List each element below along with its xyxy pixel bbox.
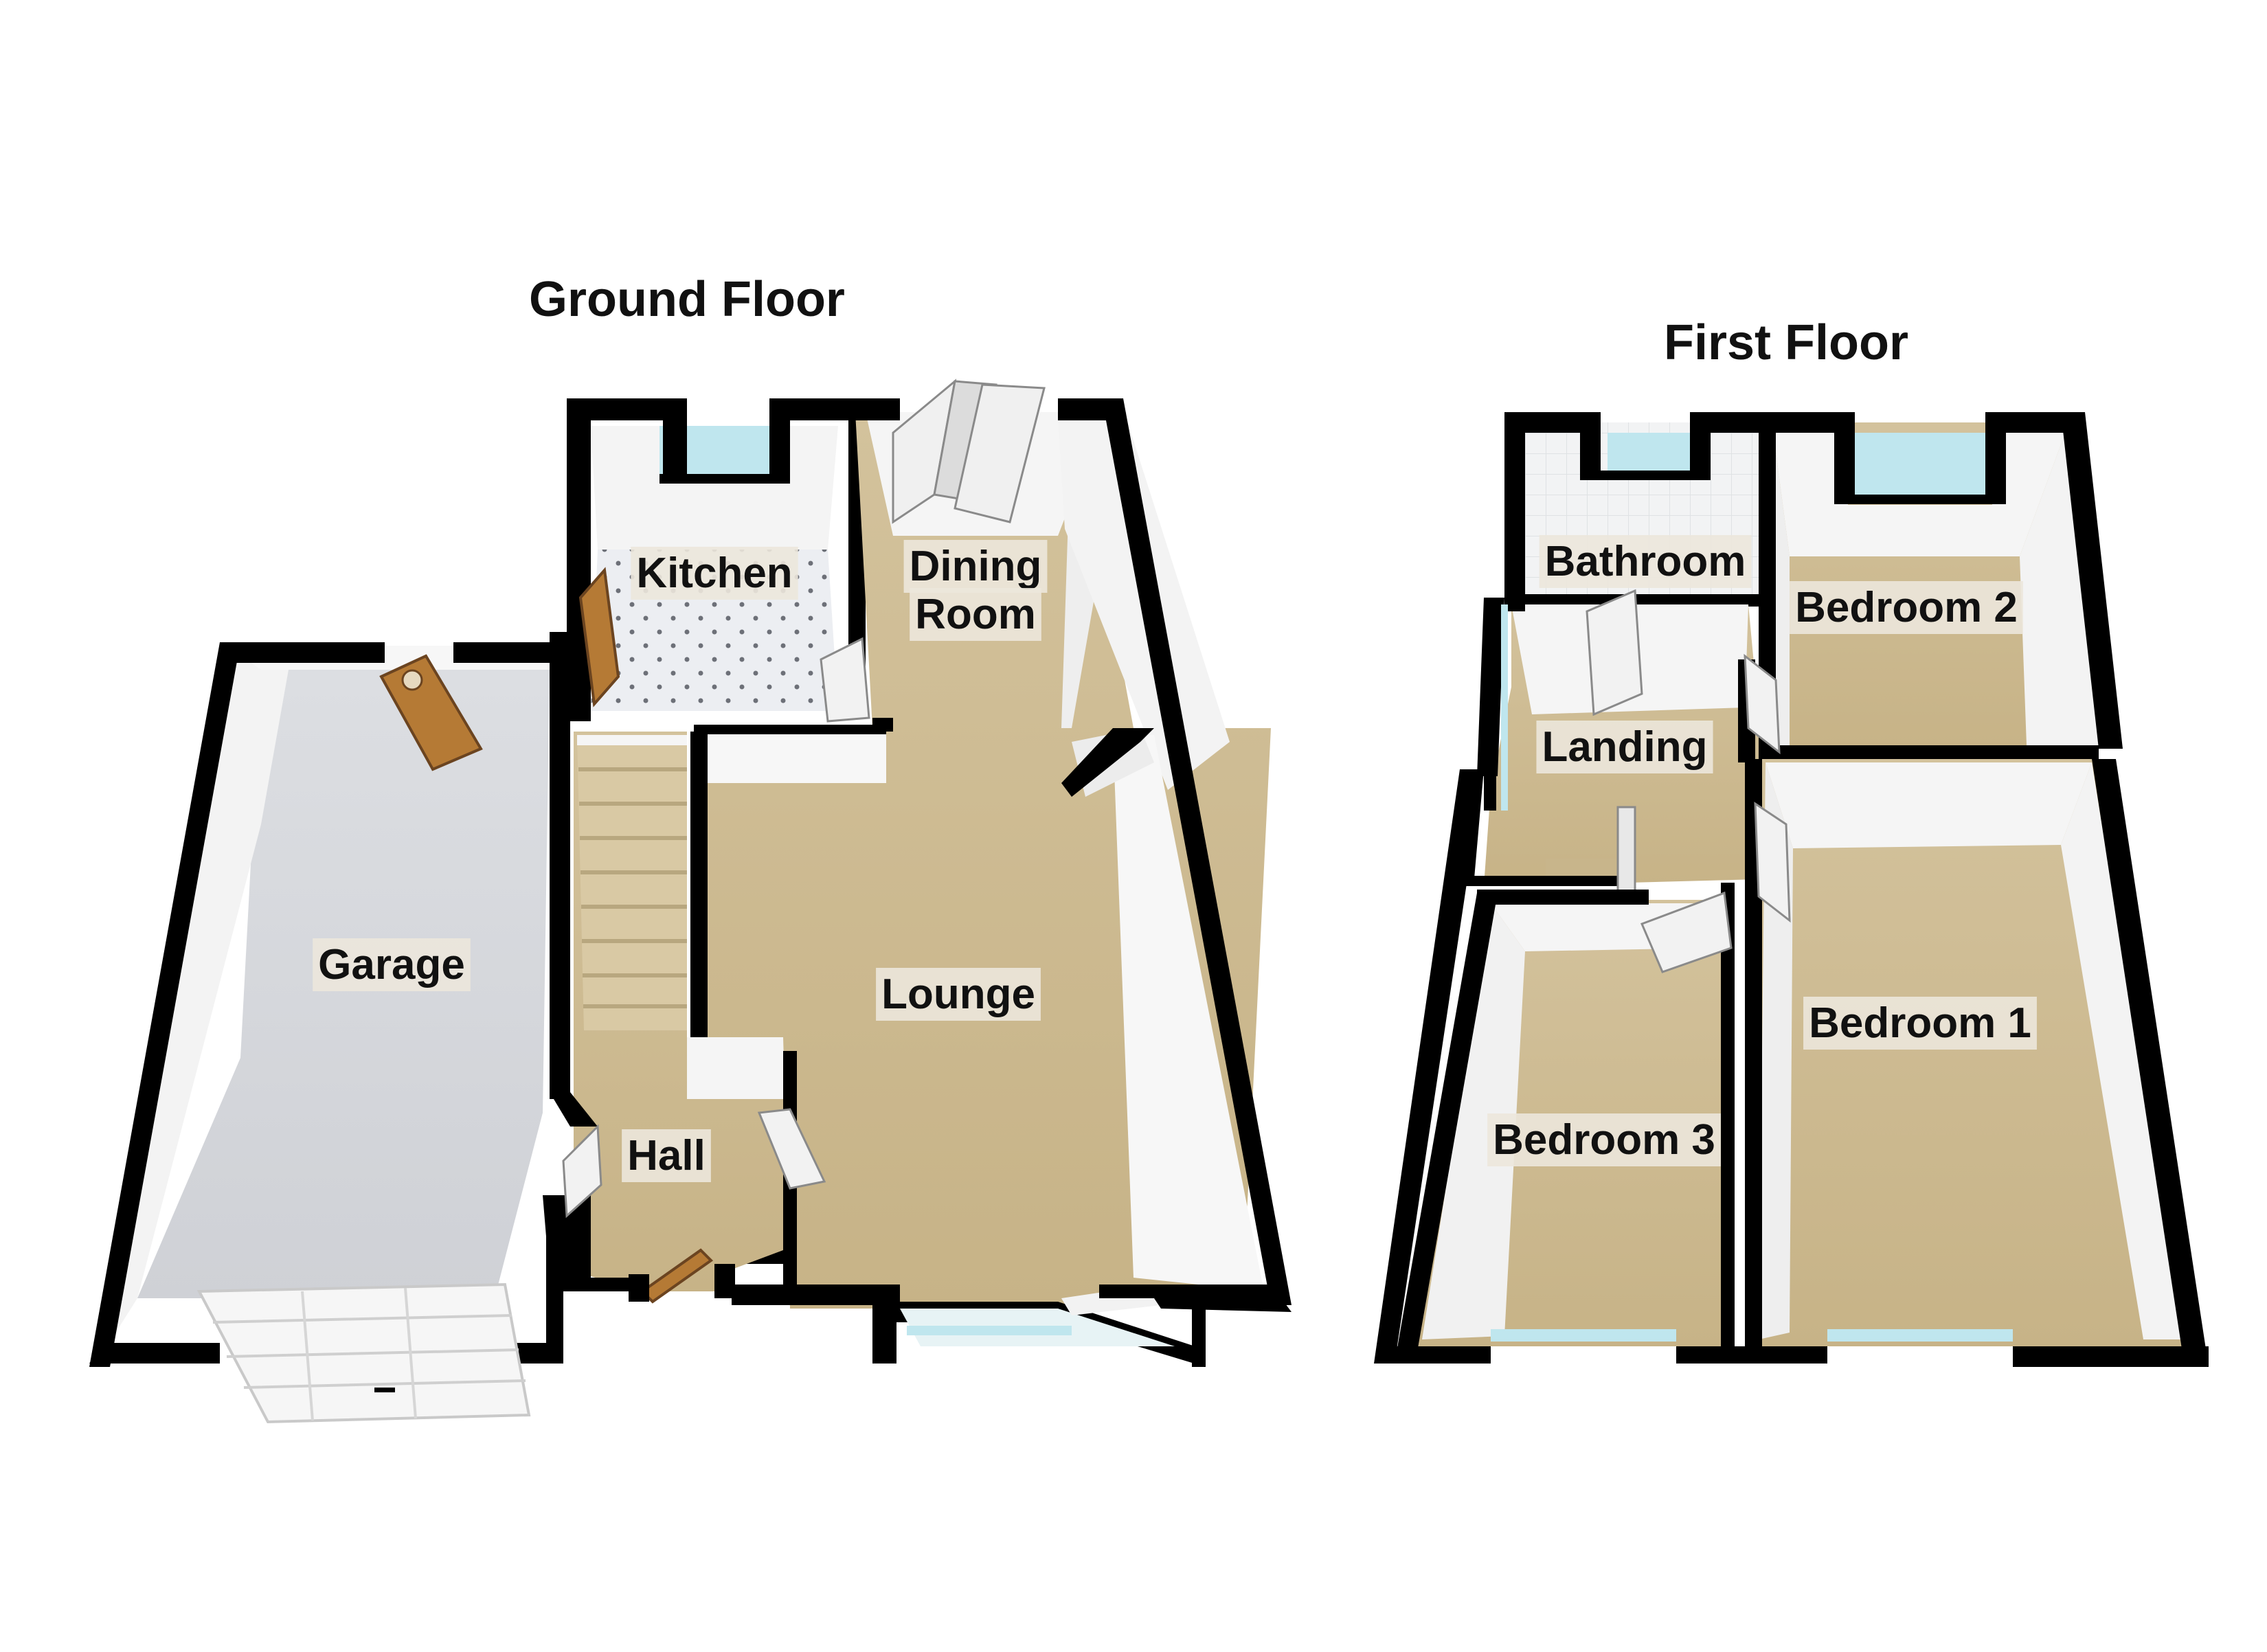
landing-window [1501,604,1508,811]
first-floor-title: First Floor [1664,315,1908,370]
bedroom1-window [1827,1329,2013,1342]
bathroom-room: Bathroom [1504,412,1772,607]
bathroom-window [1608,433,1690,474]
ground-floor-title: Ground Floor [529,272,845,327]
kitchen-internal-door [820,637,870,723]
bedroom2-room: Bedroom 2 [1744,412,2123,759]
room-label-background [313,938,471,991]
room-label-background [631,547,798,600]
hall-lounge-door [757,1108,826,1190]
room-label-background [1536,721,1713,773]
room-label-background [1487,1113,1721,1166]
garage-rear-door [379,654,483,771]
bedroom3-window [1491,1329,1676,1342]
hall-label: Hall [627,1132,706,1179]
bedroom3-door [1640,891,1733,973]
landing-label: Landing [1542,723,1707,771]
bedroom1-door [1754,802,1791,923]
bathroom-label: Bathroom [1545,538,1746,585]
kitchen-door [578,567,620,708]
bedroom1-room: Bedroom 1 [1745,759,2209,1367]
bedroom1-label: Bedroom 1 [1809,999,2031,1047]
lounge-label: Lounge [881,971,1035,1018]
lounge-dining-room: Dining Room Lounge [690,378,1292,1367]
staircase [577,735,687,1030]
room-label-background [1803,997,2037,1050]
stair-bannister [1616,806,1636,898]
room-label-background [903,540,1048,593]
room-label-background [1539,535,1752,588]
room-label-background [1790,581,2023,634]
first-floor: Bathroom Landing [1374,315,2209,1367]
dining-room-label-line1: Dining [910,543,1042,590]
bedroom2-label: Bedroom 2 [1795,584,2018,631]
room-label-background [876,968,1041,1021]
garage-room: Garage [89,642,570,1424]
landing-room: Landing [1460,589,1759,898]
hall-room: Hall [543,632,826,1304]
room-label-background [910,588,1041,641]
bedroom3-label: Bedroom 3 [1493,1116,1715,1164]
bathroom-door [1586,589,1643,716]
bedroom2-door [1744,653,1781,755]
dining-french-doors [892,378,1046,524]
bedroom2-window [1855,433,1985,495]
room-label-background [622,1129,711,1182]
dining-room-label-line2: Room [915,591,1036,638]
kitchen-room: Kitchen [567,398,870,725]
bedroom3-room: Bedroom 3 [1395,883,1748,1364]
garage-label: Garage [318,941,465,988]
garage-door [196,1282,531,1424]
hall-left-door [562,1124,602,1219]
kitchen-label: Kitchen [636,550,792,597]
ground-floor: Garage Kitchen [89,272,1292,1424]
